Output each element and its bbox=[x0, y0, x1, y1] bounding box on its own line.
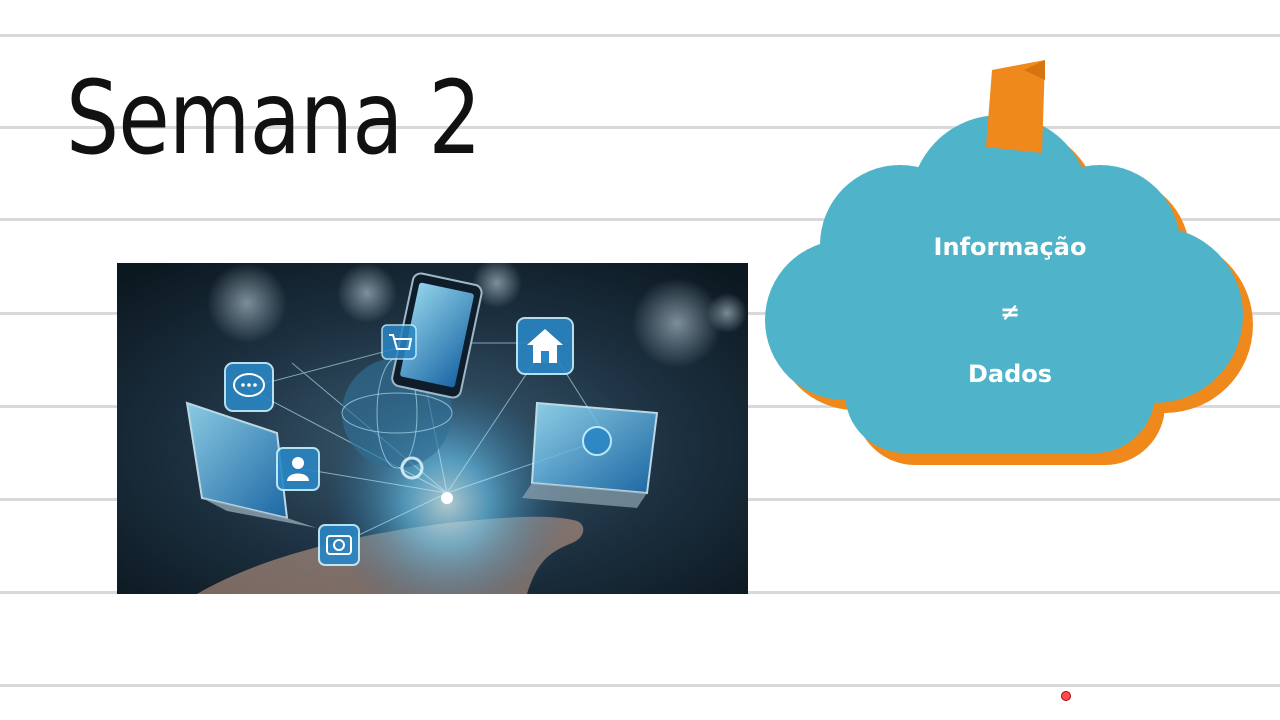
ruled-line bbox=[0, 126, 1280, 129]
cart-icon bbox=[381, 324, 417, 360]
monitor-icon bbox=[522, 401, 659, 508]
laptop-icon bbox=[185, 401, 317, 528]
user-icon bbox=[276, 447, 320, 491]
cursor-indicator bbox=[1061, 691, 1071, 701]
cloud-body bbox=[765, 115, 1243, 453]
ruled-line bbox=[0, 34, 1280, 37]
tape-icon bbox=[986, 60, 1045, 153]
camera-icon bbox=[318, 524, 360, 566]
cloud-text-dados: Dados bbox=[967, 360, 1053, 388]
chat-icon bbox=[224, 362, 274, 412]
concept-cloud: Informação ≠ Dados bbox=[760, 55, 1260, 475]
cloud-text-informacao: Informação bbox=[933, 233, 1087, 261]
page-title: Semana 2 bbox=[66, 59, 482, 178]
home-icon bbox=[516, 317, 574, 375]
cloud-text-not-equal: ≠ bbox=[999, 298, 1021, 326]
technology-illustration bbox=[117, 263, 748, 594]
ruled-line bbox=[0, 684, 1280, 687]
ruled-line bbox=[0, 218, 1280, 221]
